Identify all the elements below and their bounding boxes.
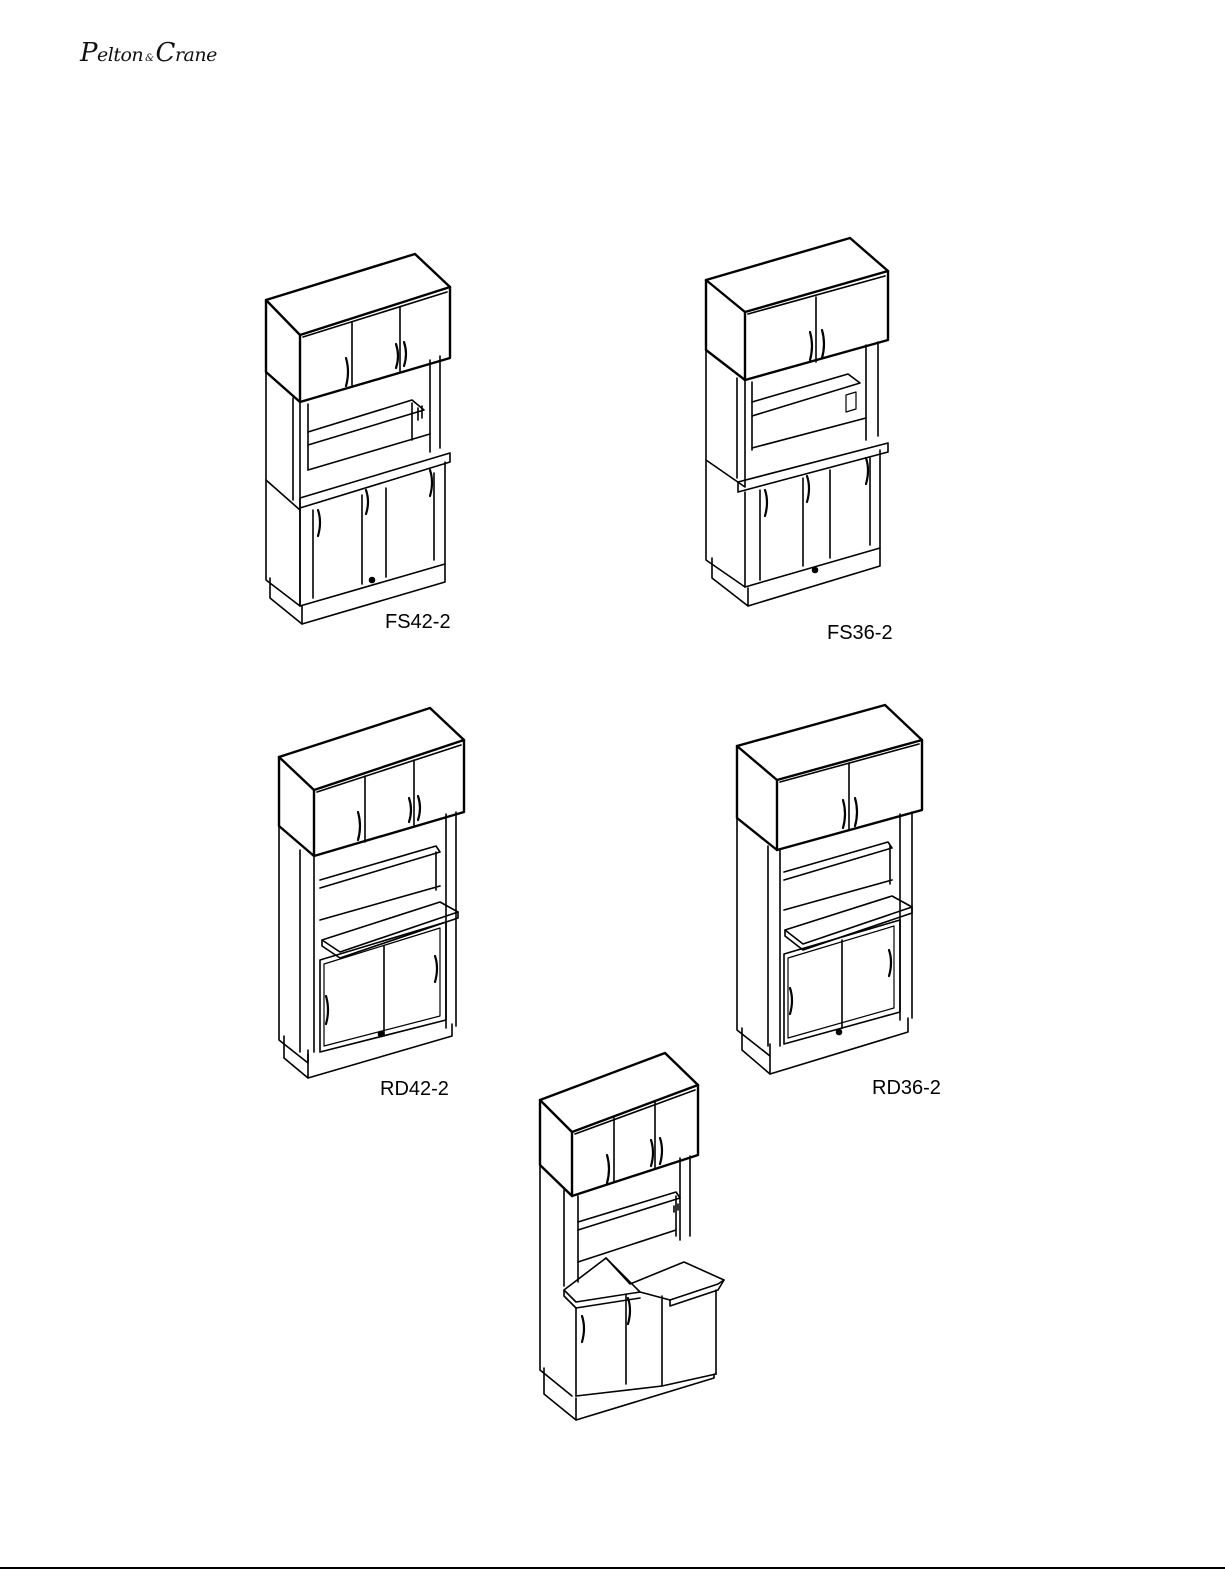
model-label-fs36-2: FS36-2 xyxy=(827,623,893,643)
model-label-rd36-2: RD36-2 xyxy=(872,1078,941,1098)
cabinet-corner-unit xyxy=(540,1053,724,1420)
cabinet-fs42-2 xyxy=(266,254,450,624)
model-label-rd42-2: RD42-2 xyxy=(380,1079,449,1099)
cabinet-fs36-2 xyxy=(706,238,888,606)
cabinet-rd42-2 xyxy=(279,708,464,1078)
model-label-fs42-2: FS42-2 xyxy=(385,612,451,632)
footer-divider xyxy=(0,1567,1225,1569)
cabinet-rd36-2 xyxy=(737,705,922,1074)
